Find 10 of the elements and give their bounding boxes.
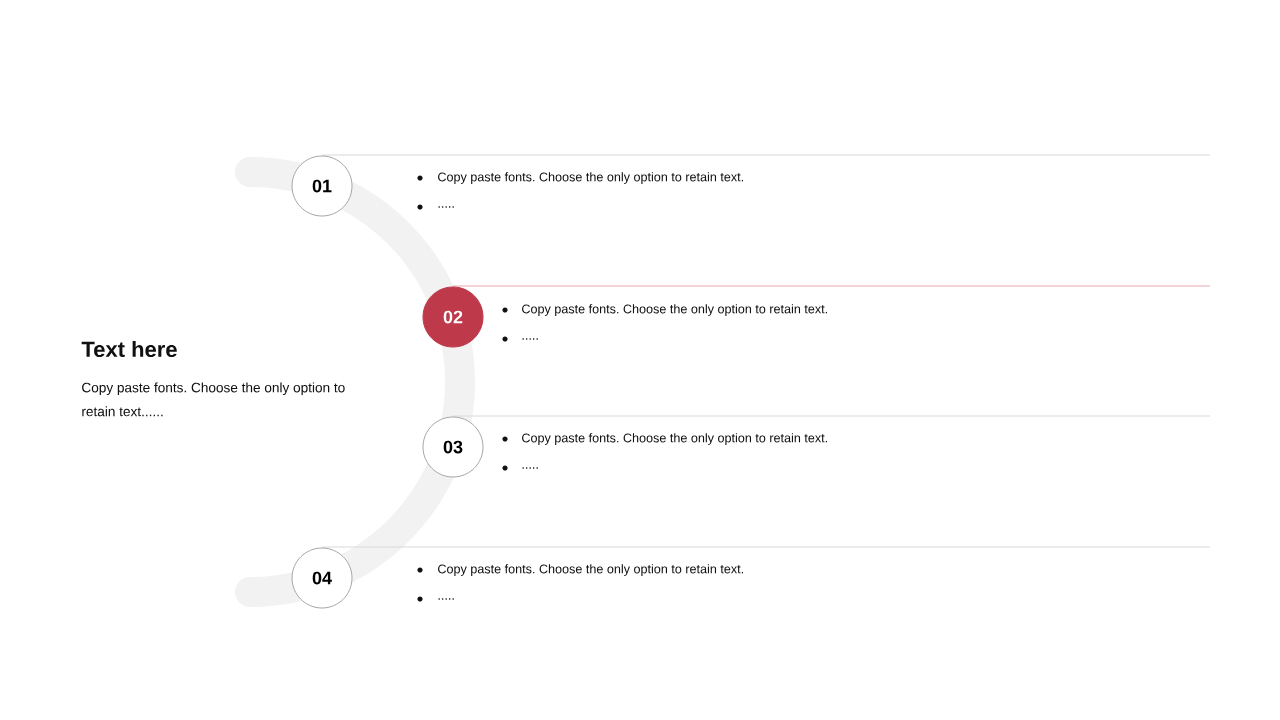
bullet-text: Copy paste fonts. Choose the only option to retain text.	[522, 304, 827, 316]
body-text: Copy paste fonts. Choose the only option to retain text......	[82, 382, 345, 417]
bullet-text: .....	[522, 338, 538, 340]
bullet-text: .....	[438, 598, 454, 600]
bullet-text: .....	[438, 206, 454, 208]
bullet-text: Copy paste fonts. Choose the only option to retain text.	[522, 433, 827, 445]
bullet-text: .....	[522, 467, 538, 469]
bullet-text: Copy paste fonts. Choose the only option to retain text.	[438, 564, 743, 576]
heading: Text here	[81, 340, 177, 358]
bullet-text: Copy paste fonts. Choose the only option to retain text.	[438, 172, 743, 184]
